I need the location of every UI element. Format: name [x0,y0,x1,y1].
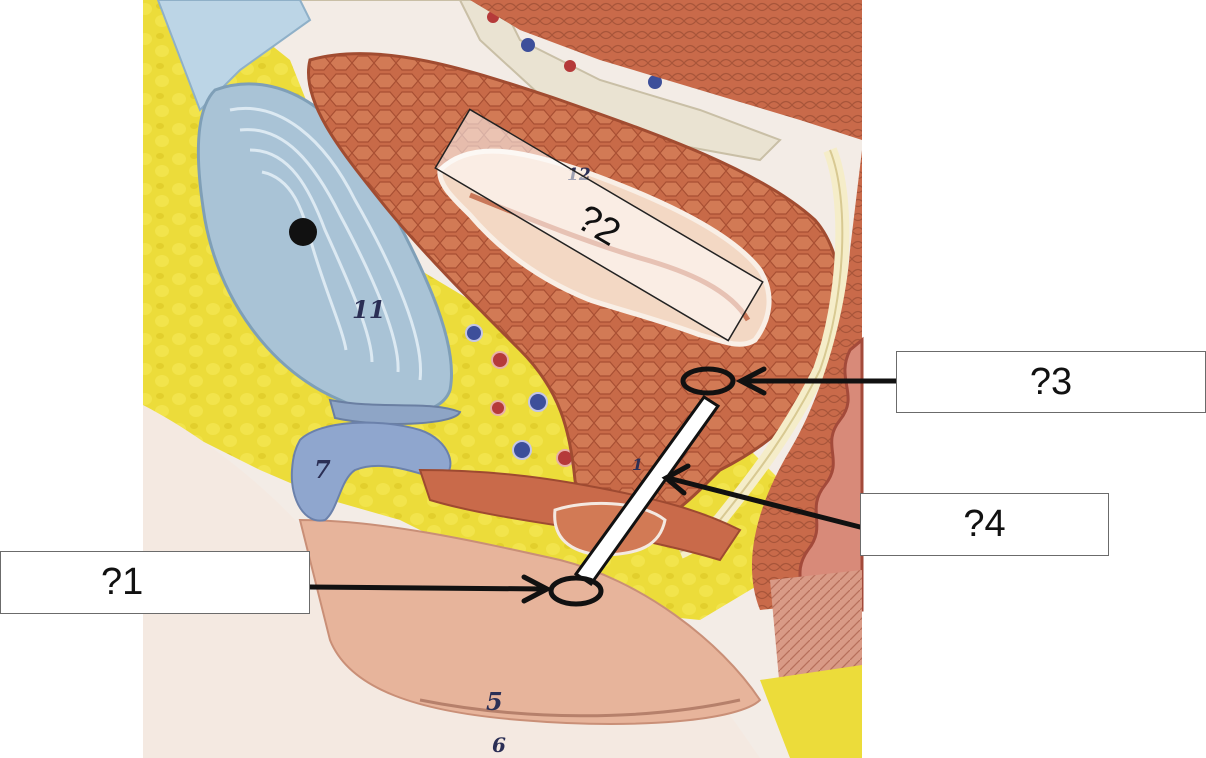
label-q4: ?4 [963,503,1006,545]
arrow-q3 [735,366,899,396]
labia-number: 5 [486,687,503,716]
peritoneum-band [200,0,782,162]
blood-vessels [465,11,662,467]
label-q1: ?1 [101,561,144,603]
label-q3: ?3 [1029,360,1073,403]
upper-muscle [470,0,862,140]
anal-muscle [770,570,862,690]
label-box-q4: ?4 [860,493,1109,556]
ligament-fan [156,0,312,112]
pubic-bone: 7 [290,421,452,522]
bone-number: 7 [314,455,331,484]
label-box-q2: ?2 [434,108,764,342]
arrow-q4 [661,463,863,530]
arrow-q1 [307,574,553,604]
arrows [307,366,899,604]
vaginal-tube-marker [548,366,736,607]
label-box-q1: ?1 [0,551,310,614]
skin-number: 6 [492,733,506,757]
labia-region [298,518,762,725]
label-box-q3: ?3 [896,351,1206,413]
wall-number: 1 [632,455,643,474]
bladder-number: 11 [352,295,385,324]
